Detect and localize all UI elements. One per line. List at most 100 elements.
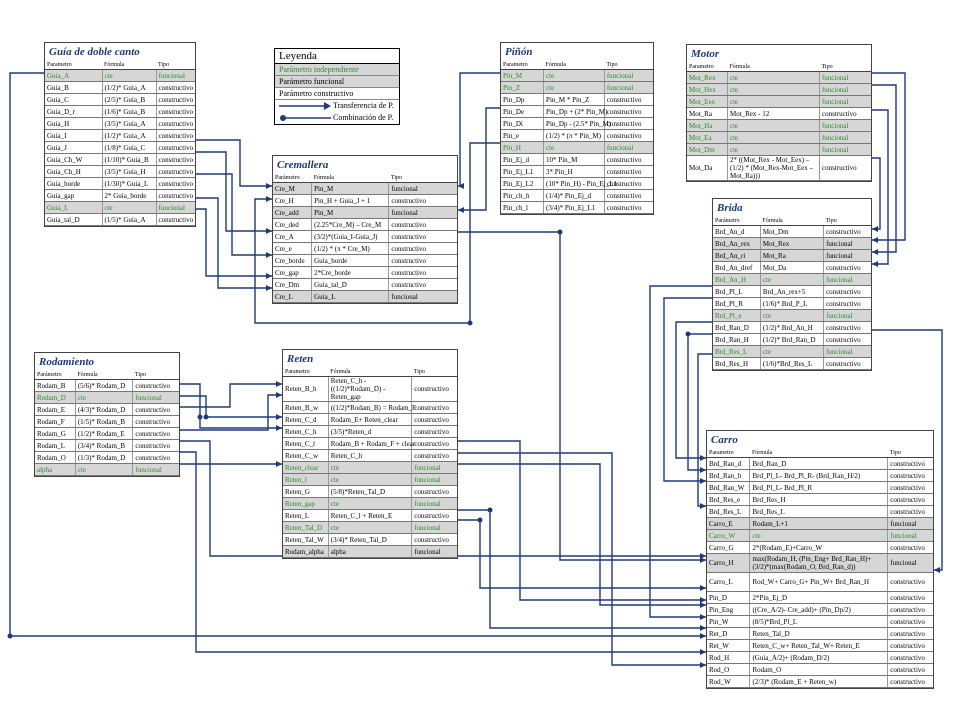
- type-cell: constructivo: [604, 177, 653, 190]
- param-cell: Pin_Ej_d: [501, 153, 545, 166]
- param-cell: alpha: [35, 463, 76, 476]
- arrowhead: [700, 585, 706, 591]
- formula-cell: (Guia_A/2)+ (Rodam_D/2): [749, 651, 889, 664]
- arrowhead: [700, 662, 706, 668]
- legend-functional: Parámetro funcional: [275, 76, 399, 88]
- type-cell: constructivo: [411, 401, 457, 414]
- type-cell: constructivo: [132, 427, 179, 440]
- arrowhead: [266, 285, 272, 291]
- type-cell: funcional: [819, 71, 871, 84]
- param-cell: Pin_e: [501, 129, 545, 142]
- column-header: Fórmula: [749, 449, 888, 458]
- formula-cell: alpha: [328, 545, 413, 558]
- formula-cell: (1/6)*Brd_Res_L: [760, 357, 825, 370]
- type-cell: funcional: [887, 517, 933, 530]
- formula-cell: cte: [328, 497, 413, 510]
- legend-combination-label: Combinación de P.: [333, 113, 394, 122]
- column-header: Parámetro: [273, 174, 312, 183]
- formula-cell: (1/3)* Rodam_D: [75, 451, 134, 464]
- formula-cell: Pin_M: [311, 182, 390, 195]
- param-cell: Cre_M: [273, 182, 313, 195]
- type-cell: constructivo: [819, 155, 871, 181]
- param-cell: Carro_H: [707, 553, 751, 573]
- param-cell: Brd_An_rex: [713, 237, 761, 250]
- formula-cell: cte: [102, 69, 157, 82]
- formula-cell: (5/8)*Reten_Tal_D: [328, 485, 413, 498]
- type-cell: constructivo: [132, 403, 179, 416]
- formula-cell: cte: [727, 119, 820, 132]
- formula-cell: (5/6)* Rodam_D: [75, 379, 134, 392]
- legend-independent: Parámetro independiente: [275, 64, 399, 76]
- connection-line: [180, 383, 282, 408]
- param-cell: Guia_gap: [45, 189, 103, 202]
- column-header: Parametro: [687, 63, 728, 72]
- param-cell: Guia_D_r: [45, 105, 103, 118]
- type-cell: constructivo: [887, 591, 933, 604]
- formula-cell: Brd_Pl_L- Brd_Pl_R: [749, 481, 889, 494]
- param-cell: Mot_Ha: [687, 119, 728, 132]
- column-header: Fórmula: [311, 174, 389, 183]
- param-cell: Brd_An_H: [713, 273, 761, 286]
- type-cell: constructivo: [887, 651, 933, 664]
- formula-cell: 2*(Rodam_E)+Carro_W: [749, 541, 889, 554]
- param-cell: Cre_L: [273, 290, 313, 303]
- param-cell: Pin_De: [501, 105, 545, 118]
- formula-cell: (3/2)*(Guia_I-Guia_J): [311, 230, 390, 243]
- arrowhead: [700, 633, 706, 639]
- table-title: Motor: [691, 48, 720, 60]
- type-cell: funcional: [132, 463, 179, 476]
- table-title: Brida: [717, 202, 743, 214]
- type-cell: constructivo: [411, 413, 457, 426]
- formula-cell: Guia_tal_D: [311, 278, 390, 291]
- column-header: Fórmula: [543, 61, 605, 70]
- connection-line: [180, 440, 706, 557]
- connection-line: [180, 383, 282, 429]
- type-cell: constructivo: [604, 93, 653, 106]
- arrow-icon: [279, 102, 331, 110]
- type-cell: constructivo: [887, 603, 933, 616]
- connection-line: [196, 208, 272, 277]
- type-cell: constructivo: [604, 153, 653, 166]
- column-header: Tipo: [887, 449, 933, 458]
- param-cell: Pin_Z: [501, 81, 545, 94]
- param-cell: Cre_A: [273, 230, 313, 243]
- param-cell: Carro_L: [707, 572, 751, 592]
- type-cell: constructivo: [604, 165, 653, 178]
- formula-cell: (1/6)* Brd_P_L: [760, 297, 825, 310]
- param-cell: Brd_An_ri: [713, 249, 761, 262]
- type-cell: constructivo: [887, 541, 933, 554]
- table-title: Guía de doble canto: [49, 46, 140, 58]
- connection-line: [687, 333, 712, 471]
- type-cell: constructivo: [823, 225, 871, 238]
- formula-cell: (3/4)* Rodam_B: [75, 439, 134, 452]
- formula-cell: (3/5)*Reten_d: [328, 425, 413, 438]
- param-cell: Rod_H: [707, 651, 751, 664]
- legend-transfer-label: Transferencia de P.: [333, 101, 394, 110]
- param-cell: Ret_D: [707, 627, 751, 640]
- arrowhead: [872, 237, 878, 243]
